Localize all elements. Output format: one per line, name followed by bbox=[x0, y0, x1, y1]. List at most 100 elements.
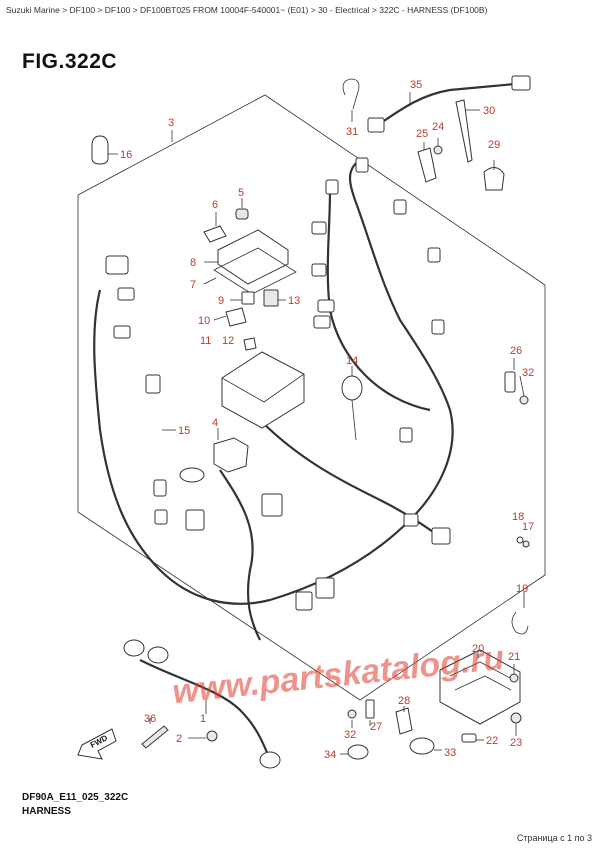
part-9-shape bbox=[241, 291, 255, 305]
part-35-connector-b bbox=[511, 75, 531, 91]
part-21-shape bbox=[509, 673, 519, 683]
callout-11: 11 bbox=[200, 335, 211, 347]
part-34-shape bbox=[347, 744, 369, 760]
part-14-lead bbox=[351, 399, 357, 441]
part-8-shape bbox=[217, 229, 289, 285]
callout-8: 8 bbox=[190, 257, 196, 269]
callout-12: 12 bbox=[222, 335, 234, 347]
reference-code: DF90A_E11_025_322C bbox=[22, 792, 129, 803]
harness-connector bbox=[311, 263, 327, 277]
relay-box-top bbox=[221, 373, 305, 403]
harness-connector bbox=[431, 527, 451, 545]
callout-33: 33 bbox=[444, 747, 456, 759]
harness-connector bbox=[393, 199, 407, 215]
harness-connector bbox=[325, 179, 339, 195]
caption: HARNESS bbox=[22, 806, 71, 817]
callout-32b: 32 bbox=[344, 729, 356, 741]
harness-connector bbox=[105, 255, 129, 275]
part-20-shape bbox=[439, 649, 521, 725]
callout-28: 28 bbox=[398, 695, 410, 707]
breadcrumb: Suzuki Marine > DF100 > DF100 > DF100BT0… bbox=[6, 5, 488, 15]
callout-20: 20 bbox=[472, 643, 484, 655]
diagram-frame bbox=[77, 94, 546, 701]
harness-connector bbox=[261, 493, 283, 517]
callout-15: 15 bbox=[178, 425, 190, 437]
callout-6: 6 bbox=[212, 199, 218, 211]
part-32b-shape bbox=[347, 709, 357, 719]
part-11-12-shape bbox=[243, 337, 257, 351]
callouts: 35 30 31 24 25 29 3 16 5 6 8 7 9 13 10 1… bbox=[108, 79, 534, 761]
callout-26: 26 bbox=[510, 345, 522, 357]
callout-22: 22 bbox=[486, 735, 498, 747]
callout-36: 36 bbox=[144, 713, 156, 725]
harness-connector bbox=[145, 374, 161, 394]
callout-16: 16 bbox=[120, 149, 132, 161]
callout-29: 29 bbox=[488, 139, 500, 151]
harness-connector bbox=[185, 509, 205, 531]
harness-connector bbox=[313, 315, 331, 329]
part-1-terminal-c bbox=[259, 751, 281, 769]
callout-7: 7 bbox=[190, 279, 196, 291]
part-29-shape bbox=[483, 167, 505, 191]
callout-14: 14 bbox=[346, 355, 358, 367]
callout-3: 3 bbox=[168, 117, 174, 129]
harness-connector bbox=[315, 577, 335, 599]
part-23-shape bbox=[510, 712, 522, 724]
part-13-shape bbox=[263, 289, 279, 307]
part-2-shape bbox=[206, 730, 218, 742]
callout-19: 19 bbox=[516, 583, 528, 595]
harness-connector bbox=[311, 221, 327, 235]
relay-box-shape bbox=[221, 351, 305, 429]
callout-32: 32 bbox=[522, 367, 534, 379]
part-3-branch-wire bbox=[326, 189, 431, 412]
part-1-terminal-b bbox=[147, 646, 169, 664]
harness-connector bbox=[355, 157, 369, 173]
part-30-shape bbox=[455, 99, 473, 163]
part-26-shape bbox=[504, 371, 516, 393]
part-1-cable bbox=[139, 659, 270, 756]
part-20-detail bbox=[449, 661, 512, 691]
harness-connector bbox=[403, 513, 419, 527]
harness-connector bbox=[431, 319, 445, 335]
part-14-shape bbox=[341, 375, 363, 401]
part-3-main-wire bbox=[93, 159, 454, 605]
callout-2: 2 bbox=[176, 733, 182, 745]
part-7-shape bbox=[213, 247, 297, 295]
callout-9: 9 bbox=[218, 295, 224, 307]
part-1-terminal-a bbox=[123, 639, 145, 657]
fwd-arrow-icon bbox=[77, 728, 117, 760]
figure-title: FIG.322C bbox=[22, 50, 118, 73]
callout-4: 4 bbox=[212, 417, 218, 429]
part-17-shape bbox=[522, 540, 530, 548]
part-35-wire bbox=[377, 82, 516, 126]
callout-10: 10 bbox=[198, 315, 210, 327]
page-indicator: Страница с 1 по 3 bbox=[516, 833, 592, 843]
part-33-shape bbox=[409, 737, 435, 755]
callout-24: 24 bbox=[432, 121, 444, 133]
part-3-right-wire bbox=[259, 419, 446, 541]
part-4-grommet bbox=[179, 467, 205, 483]
part-32-shape bbox=[519, 395, 529, 405]
callout-18: 18 bbox=[512, 511, 524, 523]
callout-34: 34 bbox=[324, 749, 336, 761]
part-6-shape bbox=[203, 225, 227, 243]
part-16-shape bbox=[91, 135, 109, 165]
part-25-shape bbox=[417, 147, 437, 183]
part-36-shape bbox=[141, 725, 169, 749]
part-27-shape bbox=[365, 699, 375, 719]
callout-27: 27 bbox=[370, 721, 382, 733]
part-10-shape bbox=[225, 307, 247, 327]
callout-13: 13 bbox=[288, 295, 300, 307]
harness-connector bbox=[399, 427, 413, 443]
part-3-lower-wire bbox=[219, 469, 261, 641]
harness-connector bbox=[117, 287, 135, 301]
callout-25: 25 bbox=[416, 128, 428, 140]
part-31-shape bbox=[342, 78, 360, 110]
harness-connector bbox=[154, 509, 168, 525]
harness-connector bbox=[427, 247, 441, 263]
harness-connector bbox=[153, 479, 167, 497]
callout-31: 31 bbox=[346, 126, 358, 138]
callout-1: 1 bbox=[200, 713, 206, 725]
callout-30: 30 bbox=[483, 105, 495, 117]
